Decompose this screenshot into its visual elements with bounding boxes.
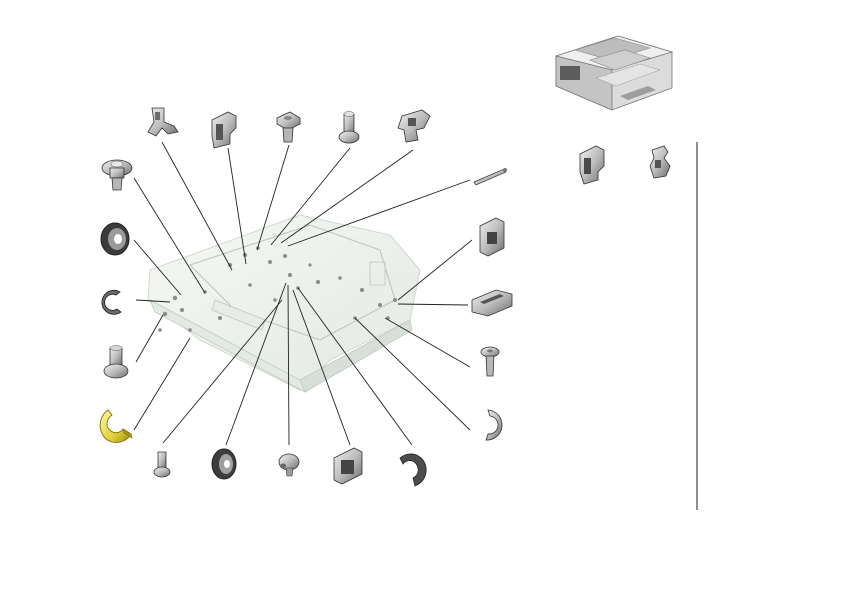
pin-top <box>338 111 360 144</box>
block-right <box>471 289 513 317</box>
clip-side-1 <box>579 145 605 185</box>
shaft-right <box>473 168 507 186</box>
e-ring-highlighted <box>99 409 133 443</box>
bolt-top <box>276 111 301 143</box>
ring-right <box>485 409 503 441</box>
screw-left-lower <box>103 345 129 379</box>
holder-bottom <box>333 447 363 485</box>
holder-right <box>479 217 505 257</box>
adf-overview-illustration <box>554 35 674 111</box>
screw-bottom <box>153 451 171 478</box>
bracket-top-2 <box>397 109 431 143</box>
screw-right <box>480 346 500 377</box>
e-ring-left <box>101 289 122 315</box>
ring-bottom <box>399 453 427 487</box>
main-assembly <box>147 214 421 393</box>
leader-lines <box>133 141 473 446</box>
screw-top-left <box>101 159 133 191</box>
pin-bottom <box>278 453 300 477</box>
washer-bottom <box>211 448 237 480</box>
clip-side-2 <box>649 145 671 179</box>
washer-left <box>100 222 130 256</box>
clip-top <box>211 111 237 149</box>
bracket-top-1 <box>147 107 179 137</box>
